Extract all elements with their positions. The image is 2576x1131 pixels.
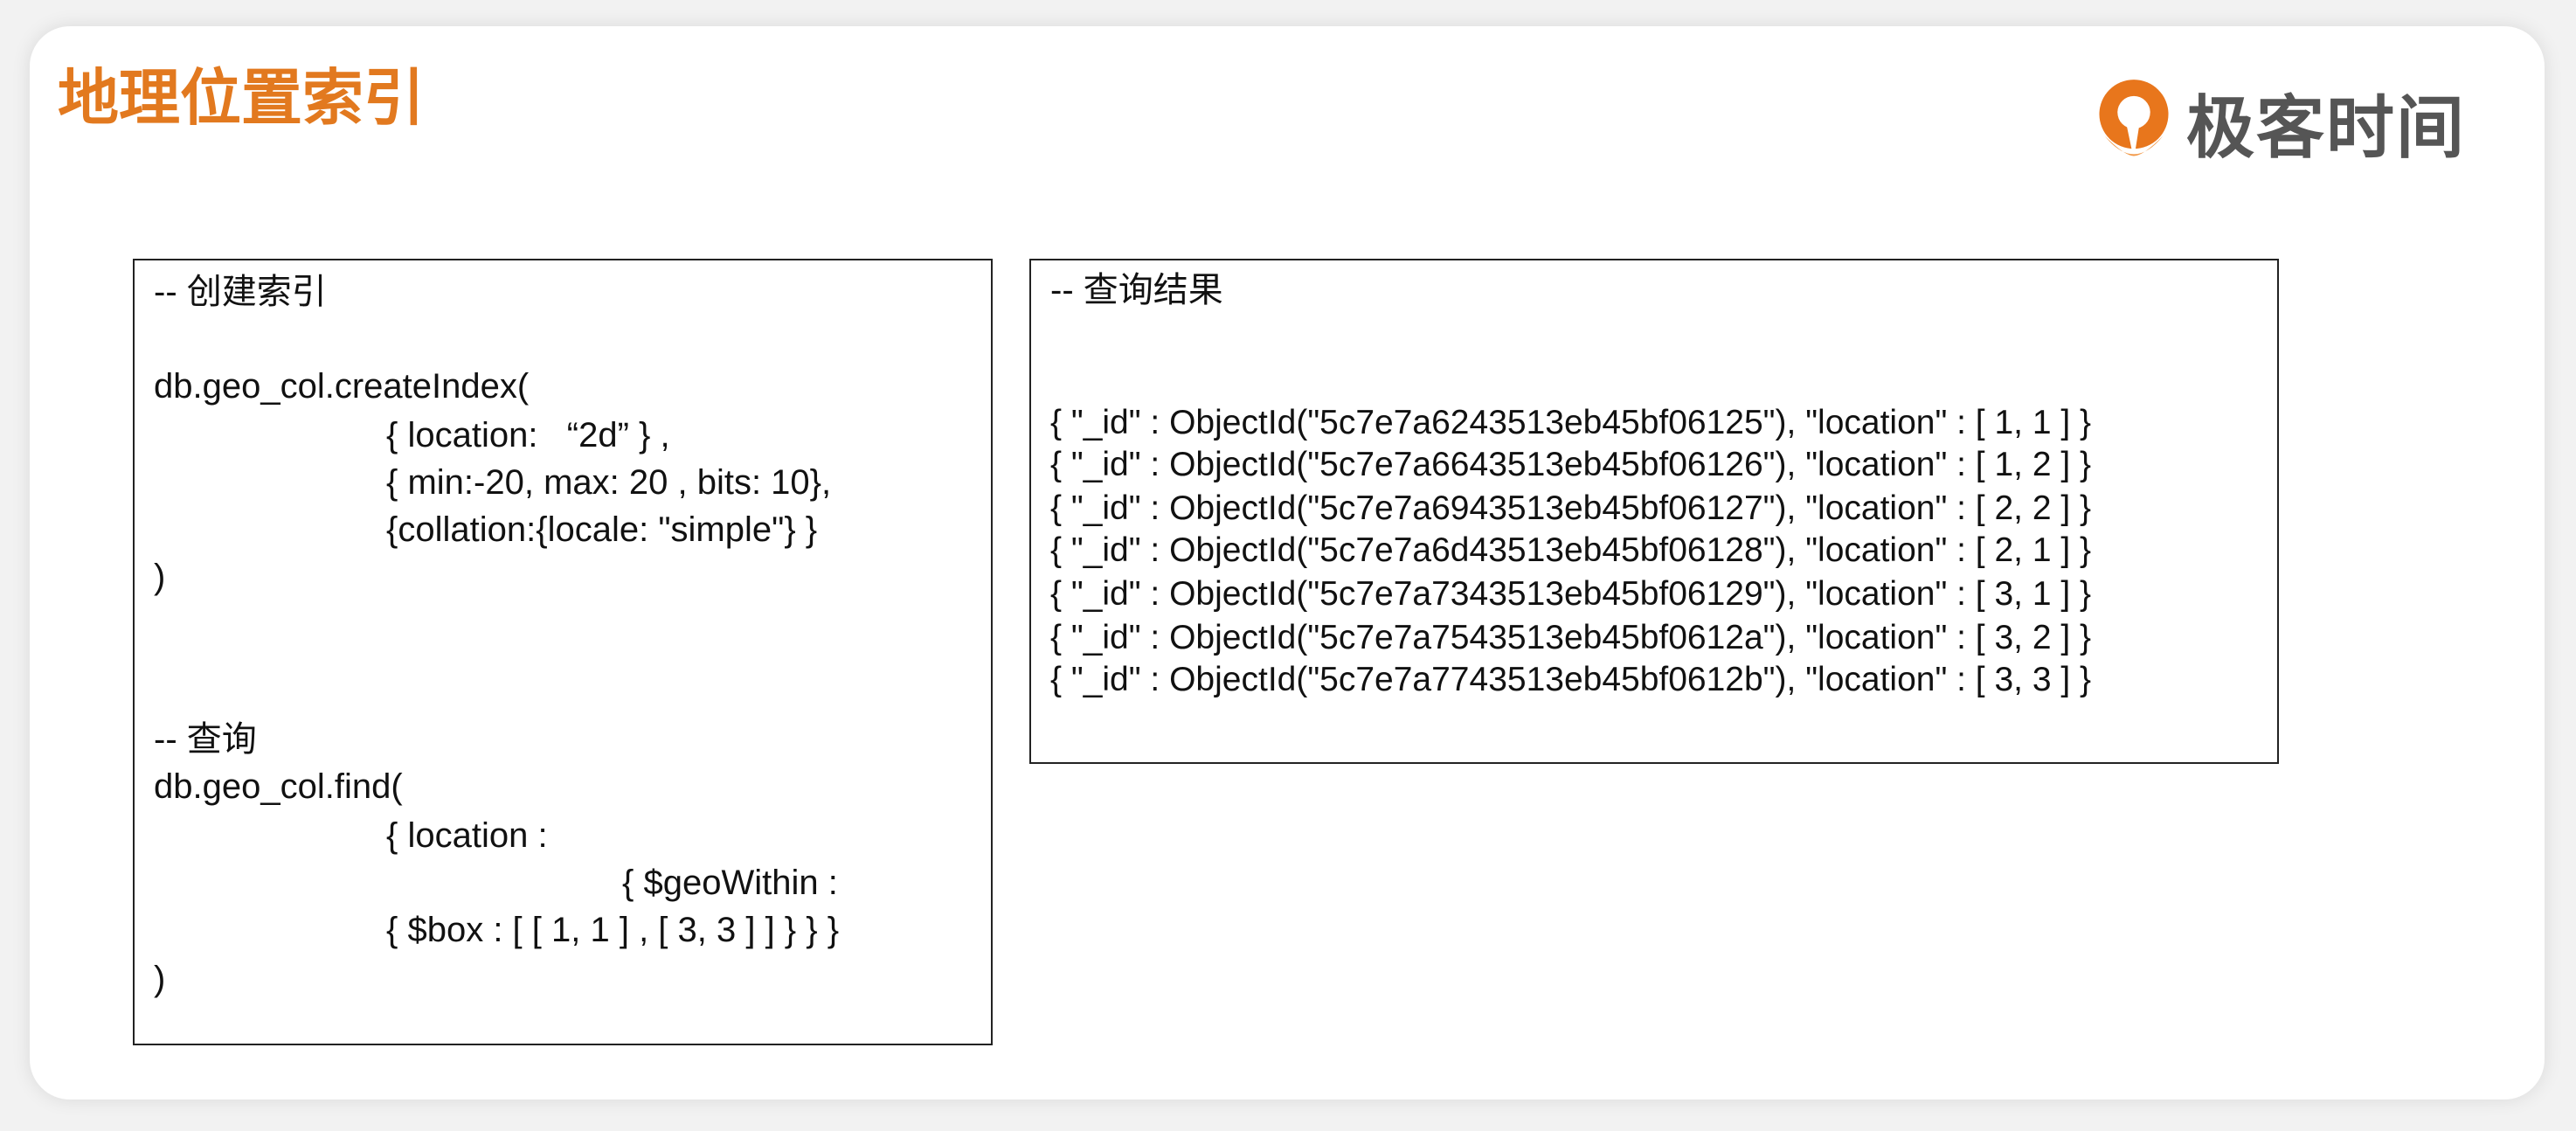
result-row: { "_id" : ObjectId("5c7e7a6943513eb45bf0… [1050, 489, 2092, 527]
query-arg-box: { $box : [ [ 1, 1 ] , [ 3, 3 ] ] } } } [386, 911, 840, 949]
result-row: { "_id" : ObjectId("5c7e7a6643513eb45bf0… [1050, 446, 2092, 483]
create-index-arg-location: { location: “2d” } , [386, 416, 670, 454]
create-index-comment: -- 创建索引 [154, 273, 327, 311]
geektime-logo-icon [2099, 80, 2169, 160]
create-index-call: db.geo_col.createIndex( [154, 367, 530, 406]
slide-title: 地理位置索引 [58, 62, 425, 134]
query-close: ) [154, 960, 166, 998]
query-comment: -- 查询 [154, 720, 257, 759]
brand-name: 极客时间 [2186, 89, 2467, 168]
create-index-close: ) [154, 558, 166, 596]
brand-logo: 极客时间 [2088, 70, 2466, 175]
create-index-arg-bounds: { min:-20, max: 20 , bits: 10}, [386, 463, 832, 502]
result-row: { "_id" : ObjectId("5c7e7a6d43513eb45bf0… [1050, 531, 2092, 569]
result-row: { "_id" : ObjectId("5c7e7a6243513eb45bf0… [1050, 404, 2092, 441]
result-row: { "_id" : ObjectId("5c7e7a7343513eb45bf0… [1050, 575, 2092, 613]
code-box-index-query: -- 创建索引 db.geo_col.createIndex( { locati… [133, 259, 993, 1045]
create-index-arg-collation: {collation:{locale: "simple"} } [386, 510, 818, 549]
results-comment: -- 查询结果 [1050, 271, 1223, 309]
query-call: db.geo_col.find( [154, 767, 403, 806]
result-row: { "_id" : ObjectId("5c7e7a7743513eb45bf0… [1050, 661, 2092, 698]
query-arg-geowithin: { $geoWithin : [622, 864, 838, 902]
code-box-results: -- 查询结果 { "_id" : ObjectId("5c7e7a624351… [1029, 259, 2279, 764]
query-arg-location: { location : [386, 816, 548, 855]
result-row: { "_id" : ObjectId("5c7e7a7543513eb45bf0… [1050, 619, 2092, 656]
